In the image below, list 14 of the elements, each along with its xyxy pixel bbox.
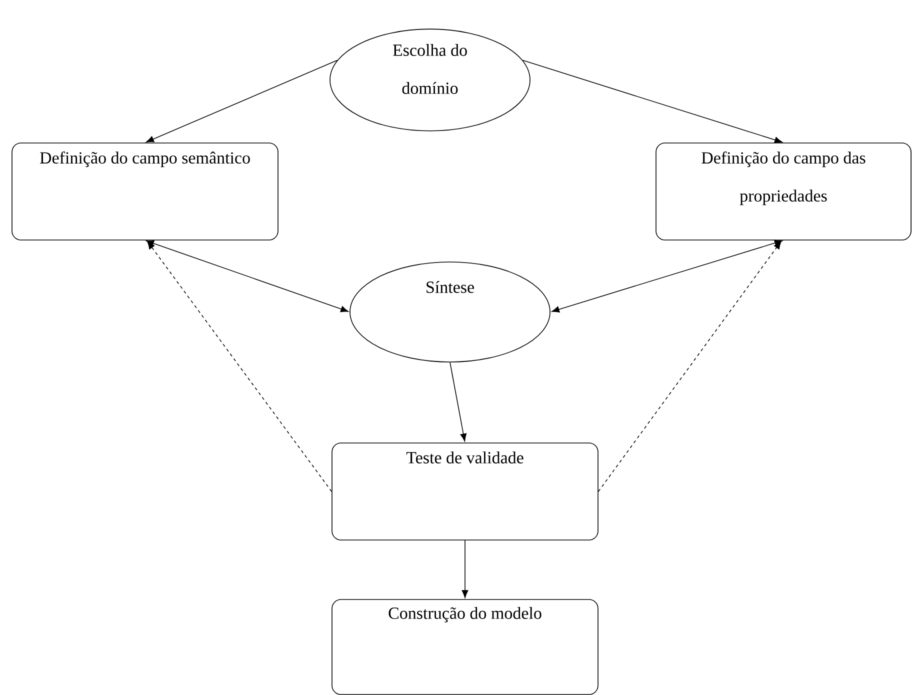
double-arrow	[146, 240, 348, 312]
ellipse-node: Síntese	[350, 262, 550, 362]
arrow	[146, 60, 338, 142]
process-box: Definição do campo das propriedades	[656, 142, 912, 240]
arrow	[522, 60, 782, 144]
arrow	[462, 540, 468, 598]
process-box: Construção do modelo	[332, 599, 598, 695]
arrow	[450, 362, 467, 442]
dashed-arrow	[598, 241, 782, 492]
ellipse-node: Escolha do domínio	[330, 28, 530, 132]
double-arrow	[552, 240, 782, 313]
process-box: Definição do campo semântico	[12, 142, 278, 240]
process-box: Teste de validade	[332, 442, 598, 540]
dashed-arrow	[147, 241, 332, 492]
